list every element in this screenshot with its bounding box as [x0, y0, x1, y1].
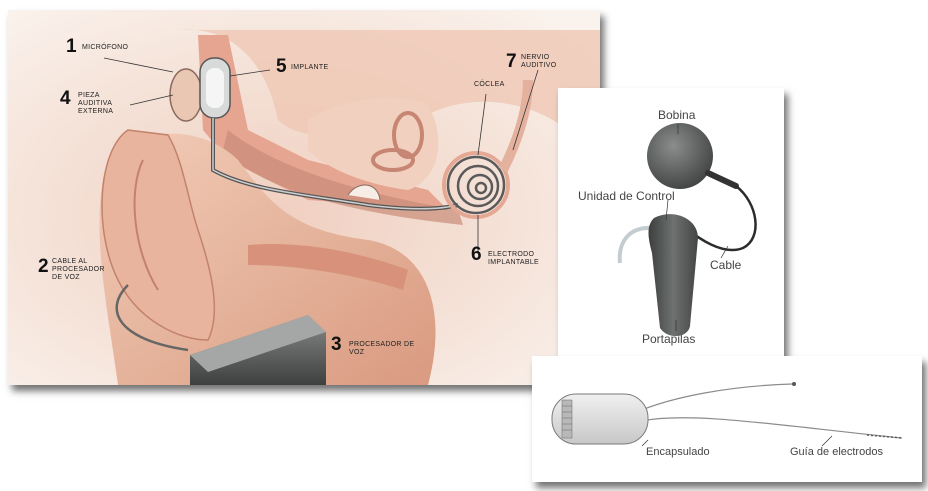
callout-label-microfono: MICRÓFONO [82, 44, 162, 52]
implant-device-image [532, 356, 922, 482]
coil-disc [647, 123, 713, 189]
callout-number-6: 6 [471, 244, 482, 266]
callout-number-4: 4 [60, 88, 71, 110]
processor-device-image [558, 88, 784, 364]
callout-label-procesador-voz: PROCESADOR DE VOZ [349, 341, 415, 357]
processor-photo-card: Bobina Unidad de Control Cable Portapila… [558, 88, 784, 364]
callout-label-nervio-auditivo: NERVIO AUDITIVO [521, 54, 569, 70]
label-unidad-de-control: Unidad de Control [578, 189, 675, 203]
callout-label-pieza-auditiva: PIEZA AUDITIVA EXTERNA [78, 92, 128, 116]
implant-photo-card: Encapsulado Guía de electrodos [532, 356, 922, 482]
label-encapsulado: Encapsulado [646, 446, 710, 458]
anatomy-illustration-card: 1 MICRÓFONO 4 PIEZA AUDITIVA EXTERNA 5 I… [8, 10, 600, 385]
label-guia-de-electrodos: Guía de electrodos [790, 446, 883, 458]
electrode-array [642, 418, 902, 438]
callout-number-3: 3 [331, 334, 342, 356]
callout-number-7: 7 [506, 51, 517, 73]
callout-label-implante: IMPLANTE [291, 64, 361, 72]
label-cable: Cable [710, 258, 741, 272]
callout-label-cable-procesador: CABLE AL PROCESADOR DE VOZ [52, 258, 108, 282]
cochlea-label: CÓCLEA [474, 81, 514, 89]
callout-label-electrodo: ELECTRODO IMPLANTABLE [488, 251, 550, 267]
callout-number-2: 2 [38, 256, 49, 278]
reference-electrode [632, 384, 792, 414]
callout-number-1: 1 [66, 36, 77, 58]
callout-number-5: 5 [276, 56, 287, 78]
label-portapilas: Portapilas [642, 332, 695, 346]
processor-body [649, 214, 699, 336]
label-bobina: Bobina [658, 108, 695, 122]
